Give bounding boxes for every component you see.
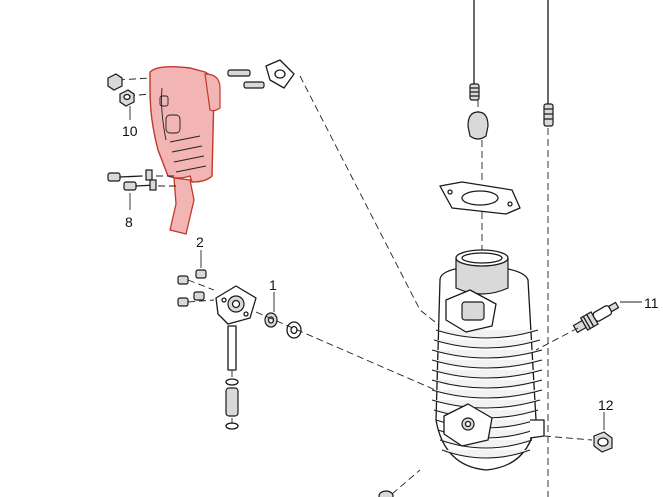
spark-plug-11 [535,301,642,351]
muffler-upper-screws [117,59,295,97]
cylinder [431,249,545,471]
callout-2: 2 [196,234,204,250]
callout-1: 1 [269,277,277,293]
guide-rod-right [543,0,554,497]
screw-set-2 [177,250,215,307]
valve-seal-1 [255,292,441,393]
valve-flange [215,285,257,430]
callout-12: 12 [598,397,614,413]
muffler-to-cylinder-line [299,75,441,327]
guide-rod-left [467,0,489,140]
nut-set-10 [107,73,135,120]
muffler-highlighted [149,65,221,235]
callout-10: 10 [122,123,138,139]
screw-set-8 [107,169,176,210]
partial-washer [378,469,421,497]
plug-12 [543,412,613,453]
callout-8: 8 [125,214,133,230]
callout-11: 11 [644,295,659,311]
cylinder-gasket [439,140,521,252]
